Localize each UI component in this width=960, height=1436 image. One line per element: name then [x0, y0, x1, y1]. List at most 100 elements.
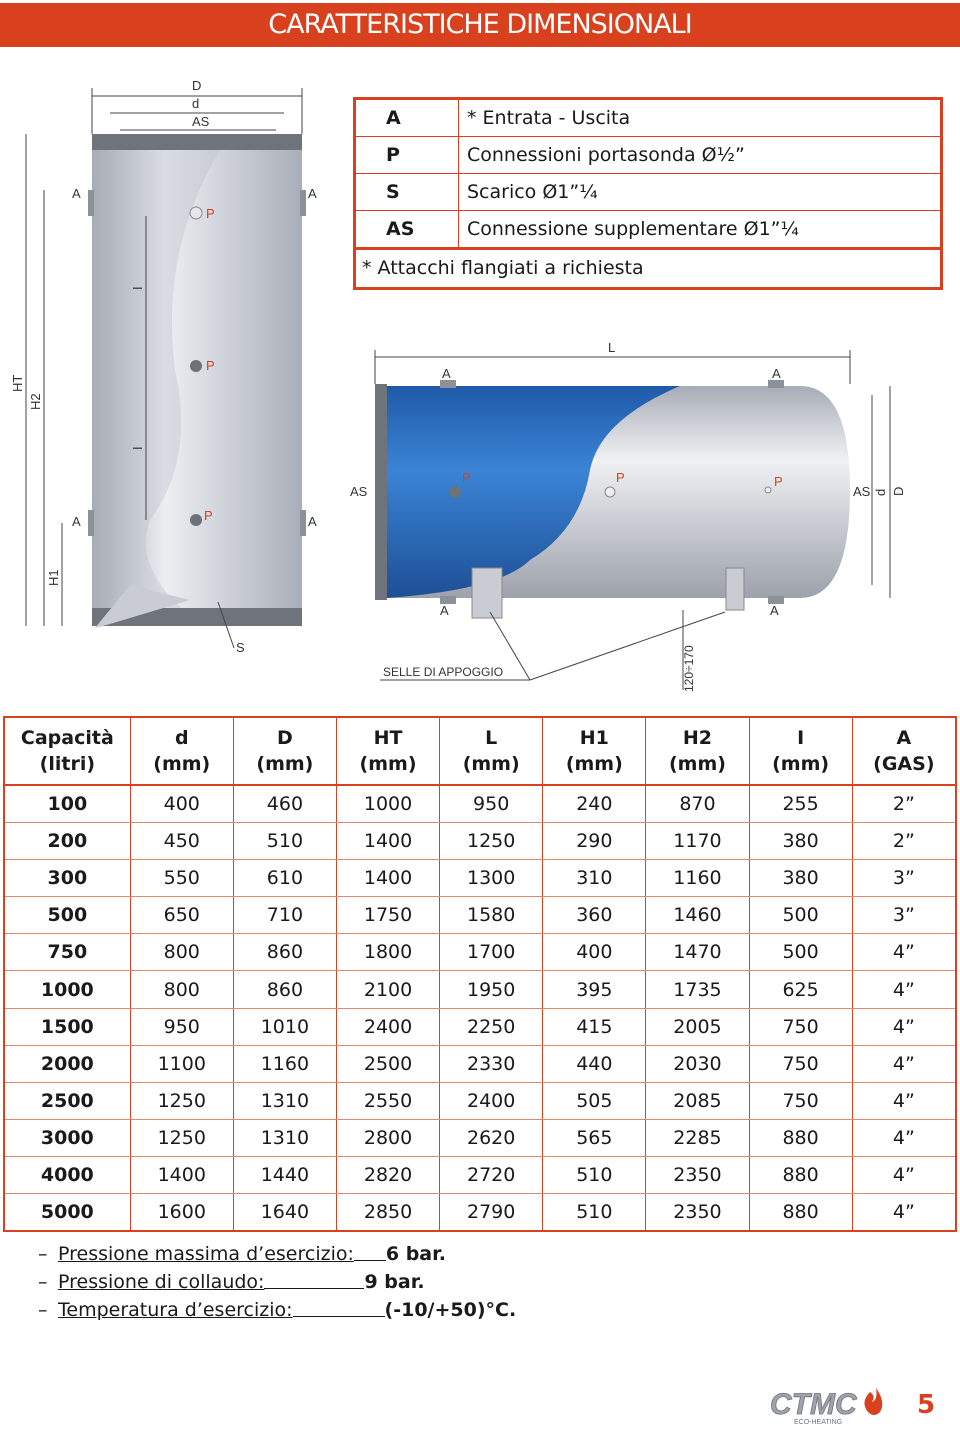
column-header-unit: (mm): [772, 753, 830, 775]
column-header: I (mm): [748, 717, 853, 786]
table-cell: 2350: [645, 1156, 750, 1195]
legend-row: A* Entrata - Uscita: [356, 100, 940, 137]
column-header-name: L: [485, 727, 498, 749]
table-cell: 750: [748, 1045, 853, 1083]
column-header-name: d: [174, 727, 189, 749]
table-cell: 450: [129, 822, 234, 861]
table-cell: 4”: [851, 1045, 956, 1083]
capacity-cell: 1500: [4, 1008, 131, 1046]
spec-value: 9 bar.: [364, 1271, 425, 1293]
table-cell: 3”: [851, 859, 956, 898]
table-cell: 2100: [335, 970, 440, 1009]
spec-value: 6 bar.: [385, 1243, 447, 1265]
spec-dash: –: [38, 1299, 48, 1321]
table-cell: 415: [542, 1008, 646, 1046]
table-cell: 2790: [439, 1193, 543, 1232]
column-header-unit: (mm): [462, 753, 520, 775]
table-cell: 510: [232, 822, 337, 861]
table-cell: 2005: [645, 1008, 750, 1046]
spec-underline: [292, 1296, 385, 1317]
label-P: P: [206, 358, 215, 373]
capacity-cell: 1000: [4, 970, 131, 1009]
legend-description: * Entrata - Uscita: [458, 100, 940, 137]
label-A: A: [72, 186, 81, 201]
vertical-tank: [88, 134, 306, 628]
table-cell: 4”: [851, 970, 956, 1009]
spec-row: –Temperatura d’esercizio:(-10/+50)°C.: [38, 1296, 516, 1324]
label-A: A: [308, 514, 317, 529]
table-cell: 510: [542, 1156, 646, 1195]
capacity-cell: 2000: [4, 1045, 131, 1083]
table-cell: 1160: [645, 859, 750, 898]
label-S: S: [236, 640, 245, 655]
table-cell: 2”: [851, 785, 956, 824]
table-cell: 1400: [129, 1156, 234, 1195]
table-header-row: Capacità(litri)d(mm)D(mm)HT(mm)L(mm)H1(m…: [4, 717, 956, 786]
table-cell: 310: [542, 859, 646, 898]
label-I: I: [130, 446, 145, 450]
dimensions-table: Capacità(litri)d(mm)D(mm)HT(mm)L(mm)H1(m…: [3, 716, 957, 1233]
label-height: 120÷170: [682, 645, 696, 692]
spec-row: –Pressione massima d’esercizio:6 bar.: [38, 1240, 516, 1268]
table-cell: 800: [129, 970, 234, 1009]
capacity-cell: 2500: [4, 1082, 131, 1120]
label-AS: AS: [350, 484, 368, 499]
table-cell: 750: [748, 1008, 853, 1046]
table-cell: 1640: [232, 1193, 337, 1232]
column-header-name: I: [797, 727, 805, 749]
horizontal-tank: [375, 380, 850, 619]
column-header: L (mm): [439, 717, 543, 786]
table-cell: 1310: [232, 1119, 337, 1157]
table-cell: 800: [129, 933, 234, 972]
table-cell: 2350: [645, 1193, 750, 1232]
label-A: A: [770, 603, 779, 618]
label-D: D: [891, 487, 906, 496]
label-P: P: [204, 508, 213, 523]
table-cell: 4”: [851, 933, 956, 972]
table-cell: 360: [542, 896, 646, 935]
label-A: A: [72, 514, 81, 529]
table-cell: 500: [748, 896, 853, 935]
table-cell: 1310: [232, 1082, 337, 1120]
table-cell: 4”: [851, 1119, 956, 1157]
table-cell: 1300: [439, 859, 543, 898]
column-header: A(GAS): [851, 717, 956, 786]
table-cell: 2800: [335, 1119, 440, 1157]
table-cell: 4”: [851, 1156, 956, 1195]
table-cell: 460: [232, 785, 337, 824]
table-cell: 2500: [335, 1045, 440, 1083]
table-cell: 880: [748, 1156, 853, 1195]
table-cell: 240: [542, 785, 646, 824]
table-cell: 1250: [129, 1082, 234, 1120]
label-P: P: [462, 470, 471, 485]
table-cell: 880: [748, 1119, 853, 1157]
label-P: P: [774, 474, 783, 489]
table-cell: 1010: [232, 1008, 337, 1046]
table-cell: 1580: [439, 896, 543, 935]
table-cell: 2850: [335, 1193, 440, 1232]
table-cell: 610: [232, 859, 337, 898]
table-cell: 395: [542, 970, 646, 1009]
label-selle: SELLE DI APPOGGIO: [383, 665, 503, 679]
column-header: D(mm): [232, 717, 337, 786]
table-cell: 2250: [439, 1008, 543, 1046]
table-cell: 1400: [335, 859, 440, 898]
spec-row: –Pressione di collaudo:9 bar.: [38, 1268, 516, 1296]
table-cell: 650: [129, 896, 234, 935]
table-cell: 1700: [439, 933, 543, 972]
table-cell: 380: [748, 822, 853, 861]
column-header-unit: (mm): [256, 753, 314, 775]
column-header: Capacità(litri): [4, 717, 131, 786]
spec-label: Pressione massima d’esercizio:: [58, 1243, 354, 1265]
